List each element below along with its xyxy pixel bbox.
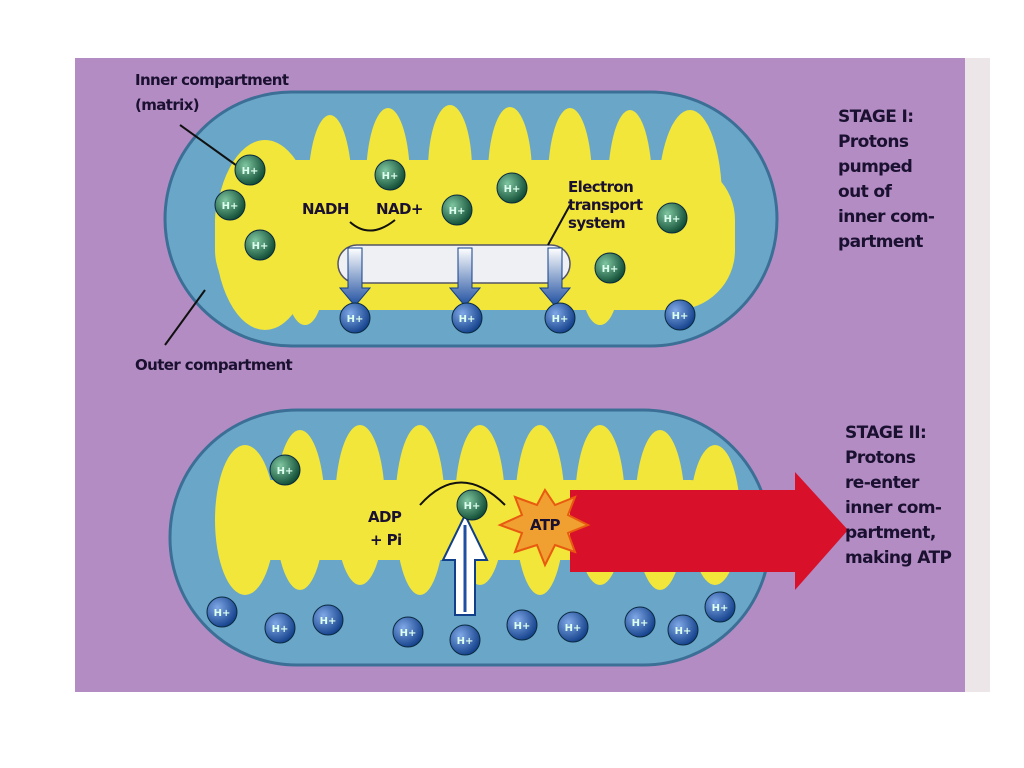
inner-pointer — [179, 124, 241, 169]
proton-icon — [594, 252, 626, 284]
stage-1-line: pumped — [838, 157, 912, 177]
proton-label: H+ — [565, 623, 582, 634]
proton-label: H+ — [664, 214, 681, 225]
proton-icon — [544, 302, 576, 334]
proton-label: H+ — [272, 624, 289, 635]
outer-pointer — [164, 289, 206, 346]
proton-icon — [392, 616, 424, 648]
stage-2-line: Protons — [845, 448, 916, 468]
proton-icon — [664, 299, 696, 331]
stage-2-line: making ATP — [845, 548, 952, 568]
proton-label: H+ — [214, 608, 231, 619]
stage-2-line: re-enter — [845, 473, 920, 493]
proton-label: H+ — [449, 206, 466, 217]
stage-2-line: STAGE II: — [845, 423, 926, 443]
right-edge — [965, 58, 990, 692]
proton-icon — [667, 614, 699, 646]
ets-label-2: transport — [568, 196, 643, 214]
pi-label: + Pi — [370, 531, 402, 549]
proton-label: H+ — [400, 628, 417, 639]
proton-label: H+ — [242, 166, 259, 177]
proton-pump-arrows — [338, 247, 572, 307]
stage-2-line: inner com- — [845, 498, 942, 518]
stage-1-line: STAGE I: — [838, 107, 914, 127]
proton-icon — [339, 302, 371, 334]
proton-icon — [656, 202, 688, 234]
proton-label: H+ — [347, 314, 364, 325]
nad-plus-label: NAD+ — [376, 200, 423, 218]
proton-label: H+ — [464, 501, 481, 512]
proton-label: H+ — [552, 314, 569, 325]
stage-1-line: Protons — [838, 132, 909, 152]
atp-burst — [497, 488, 591, 568]
proton-icon — [234, 154, 266, 186]
proton-label: H+ — [712, 603, 729, 614]
stage-1-line: out of — [838, 182, 893, 202]
electron-transport-chain — [337, 244, 571, 284]
nadh-label: NADH — [302, 200, 349, 218]
ets-label-3: system — [568, 214, 625, 232]
adp-label: ADP — [368, 508, 402, 526]
stage-1-text: STAGE I: Protons pumped out of inner com… — [838, 107, 936, 252]
proton-icon — [269, 454, 301, 486]
proton-icon — [496, 172, 528, 204]
proton-label: H+ — [457, 636, 474, 647]
stage-1-line: inner com- — [838, 207, 935, 227]
stage-1-line: partment — [838, 232, 923, 252]
proton-icon — [214, 189, 246, 221]
proton-label: H+ — [504, 184, 521, 195]
proton-icon — [441, 194, 473, 226]
outer-compartment-label: Outer compartment — [135, 356, 293, 374]
proton-label: H+ — [514, 621, 531, 632]
proton-icon — [312, 604, 344, 636]
proton-icon — [624, 606, 656, 638]
adp-arrow — [419, 481, 506, 506]
proton-label: H+ — [602, 264, 619, 275]
proton-icon — [451, 302, 483, 334]
proton-icon — [244, 229, 276, 261]
ets-label-1: Electron — [568, 178, 633, 196]
atp-label: ATP — [530, 516, 560, 534]
ets-pointer — [547, 204, 571, 246]
proton-label: H+ — [382, 171, 399, 182]
stage-2-text: STAGE II: Protons re-enter inner com- pa… — [845, 423, 952, 568]
proton-label: H+ — [672, 311, 689, 322]
stage-2-line: partment, — [845, 523, 936, 543]
proton-icon — [704, 591, 736, 623]
red-arrow — [570, 472, 848, 590]
proton-icon — [374, 159, 406, 191]
proton-icon — [506, 609, 538, 641]
proton-label: H+ — [252, 241, 269, 252]
inner-compartment-label: Inner compartment — [135, 71, 289, 89]
nadh-arrow — [349, 219, 396, 232]
proton-icon — [264, 612, 296, 644]
proton-label: H+ — [222, 201, 239, 212]
proton-label: H+ — [675, 626, 692, 637]
proton-icon — [206, 596, 238, 628]
proton-label: H+ — [632, 618, 649, 629]
proton-label: H+ — [459, 314, 476, 325]
matrix-label: (matrix) — [135, 96, 199, 114]
proton-label: H+ — [320, 616, 337, 627]
proton-icon — [449, 624, 481, 656]
proton-icon — [557, 611, 589, 643]
mitochondrion-stage-2 — [168, 408, 848, 667]
proton-icon — [456, 489, 488, 521]
proton-label: H+ — [277, 466, 294, 477]
